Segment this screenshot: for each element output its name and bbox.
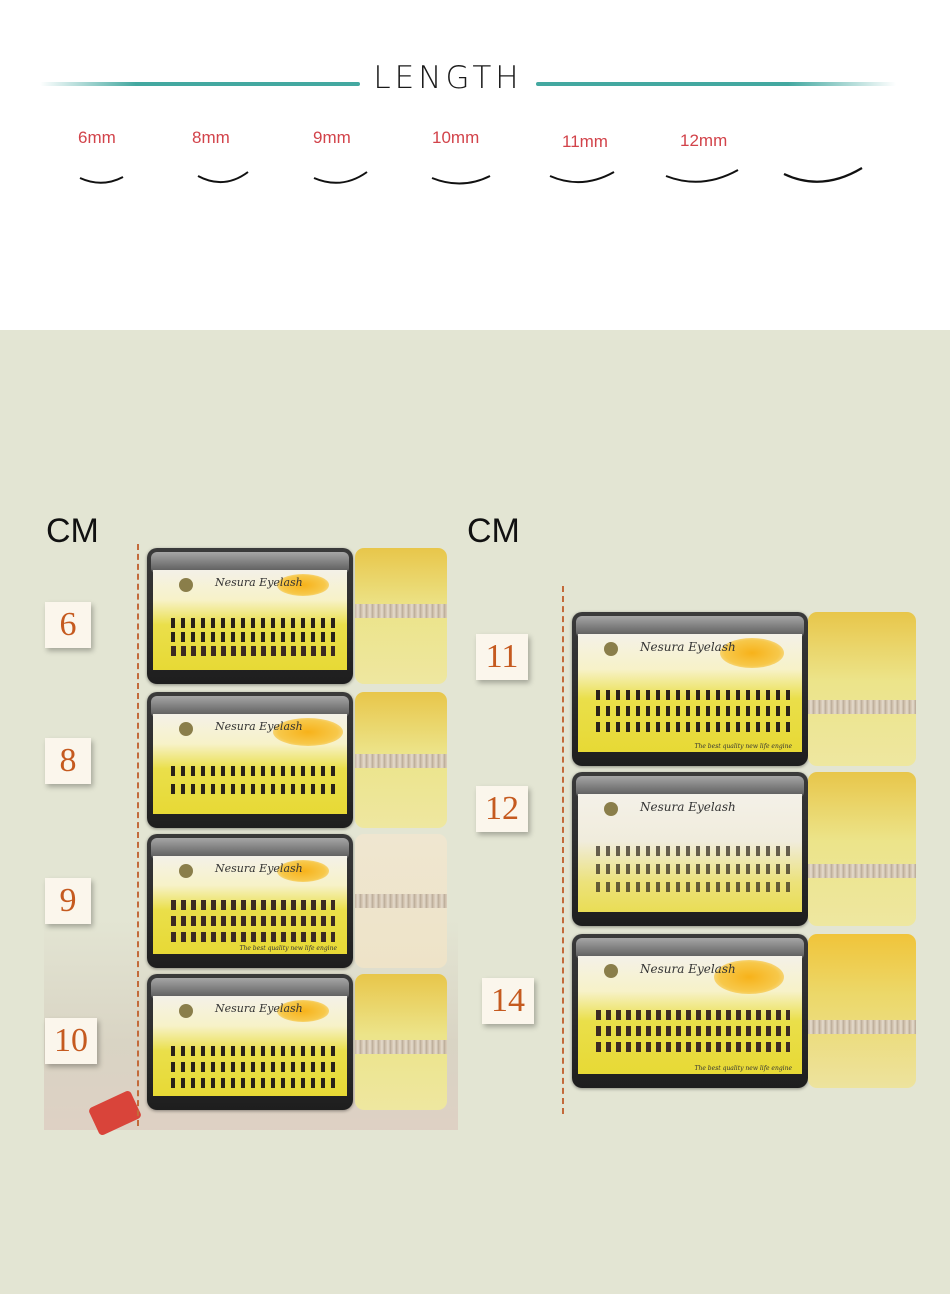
lash-box-photo: Nesura Eyelash <box>572 772 808 926</box>
brand-name: Nesura Eyelash <box>640 640 736 654</box>
left-dashed-guide <box>137 544 139 1126</box>
lash-closeup-photo <box>808 772 916 926</box>
bottom-strip <box>0 1294 950 1314</box>
length-label-12mm: 12mm <box>680 131 728 150</box>
lash-box-photo: Nesura Eyelash The best quality new life… <box>572 612 808 766</box>
sun-graphic <box>277 1000 329 1022</box>
title-rule-left <box>40 82 360 86</box>
scarecrow-icon <box>179 722 193 736</box>
length-label-9mm: 9mm <box>313 128 351 147</box>
right-unit-label: CM <box>467 512 520 550</box>
brand-tagline: The best quality new life engine <box>694 743 792 750</box>
length-badge-10: 10 <box>45 1018 97 1064</box>
lash-curve-12mm <box>665 169 739 183</box>
lash-closeup-photo <box>355 548 447 684</box>
length-badge-12: 12 <box>476 786 528 832</box>
right-dashed-guide <box>562 586 564 1114</box>
brand-name: Nesura Eyelash <box>640 800 736 814</box>
lash-curve-8mm <box>197 171 249 183</box>
scarecrow-icon <box>604 964 618 978</box>
brand-name: Nesura Eyelash <box>215 720 303 733</box>
title-rule-right <box>536 82 896 86</box>
length-label-10mm: 10mm <box>432 128 480 147</box>
lash-curve-6mm <box>79 176 124 184</box>
length-badge-11: 11 <box>476 634 528 680</box>
scarecrow-icon <box>179 864 193 878</box>
sun-graphic <box>277 860 329 882</box>
lash-box-photo: Nesura Eyelash The best quality new life… <box>147 834 353 968</box>
lash-box-photo: Nesura Eyelash <box>147 974 353 1110</box>
length-badge-6: 6 <box>45 602 91 648</box>
lash-closeup-photo <box>355 974 447 1110</box>
sun-graphic <box>714 960 784 994</box>
lash-closeup-photo <box>808 612 916 766</box>
length-badge-8: 8 <box>45 738 91 784</box>
lash-curve-9mm <box>313 171 368 184</box>
length-badge-14: 14 <box>482 978 534 1024</box>
length-title: LENGTH <box>373 60 523 96</box>
length-label-6mm: 6mm <box>78 128 116 147</box>
brand-tagline: The best quality new life engine <box>694 1065 792 1072</box>
length-label-11mm: 11mm <box>562 132 608 151</box>
scarecrow-icon <box>604 642 618 656</box>
length-section: LENGTH 6mm 8mm 9mm 10mm 11mm 12mm <box>0 0 950 330</box>
sun-graphic <box>273 718 343 746</box>
brand-name: Nesura Eyelash <box>640 962 736 976</box>
brand-tagline: The best quality new life engine <box>239 945 337 952</box>
sun-graphic <box>277 574 329 596</box>
lash-curve-11mm <box>549 171 615 184</box>
scarecrow-icon <box>604 802 618 816</box>
sun-graphic <box>720 638 784 668</box>
lash-box-photo: Nesura Eyelash <box>147 692 353 828</box>
lash-box-photo: Nesura Eyelash The best quality new life… <box>572 934 808 1088</box>
scarecrow-icon <box>179 1004 193 1018</box>
scarecrow-icon <box>179 578 193 592</box>
brand-name: Nesura Eyelash <box>215 862 303 875</box>
length-badge-9: 9 <box>45 878 91 924</box>
lash-closeup-photo <box>355 692 447 828</box>
lash-box-photo: Nesura Eyelash <box>147 548 353 684</box>
length-label-8mm: 8mm <box>192 128 230 147</box>
brand-name: Nesura Eyelash <box>215 1002 303 1015</box>
lash-curve-14mm <box>783 167 863 183</box>
lash-closeup-photo <box>355 834 447 968</box>
left-unit-label: CM <box>46 512 99 550</box>
lash-closeup-photo <box>808 934 916 1088</box>
brand-name: Nesura Eyelash <box>215 576 303 589</box>
lash-curve-10mm <box>431 175 491 185</box>
